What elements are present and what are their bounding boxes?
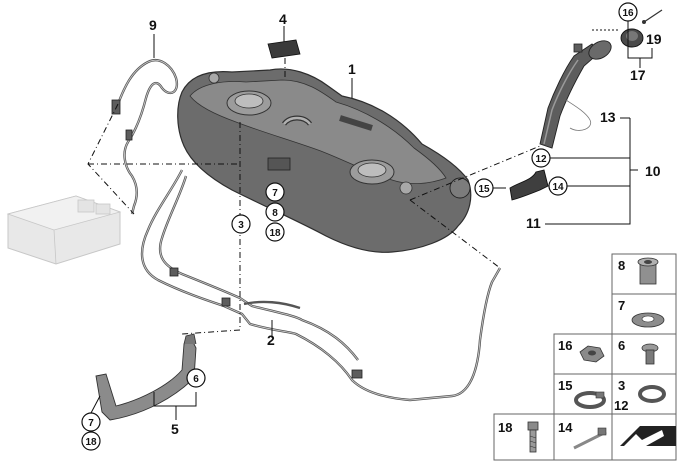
- callout-19: 19: [646, 31, 662, 47]
- table-label-6: 6: [618, 338, 625, 353]
- svg-text:15: 15: [478, 184, 490, 195]
- svg-text:18: 18: [269, 228, 281, 239]
- parts-table: 8 7 16 6 15: [493, 253, 677, 461]
- vent-line: [111, 59, 179, 215]
- table-label-3: 3: [618, 378, 625, 393]
- table-label-15: 15: [558, 378, 572, 393]
- leader-lines: [153, 18, 653, 420]
- fuel-lines: [140, 169, 502, 402]
- table-cell-18: [493, 413, 555, 461]
- callout-18b-circle: 18: [81, 431, 101, 451]
- callout-12-circle: 12: [531, 148, 551, 168]
- table-label-7: 7: [618, 298, 625, 313]
- callout-2: 2: [267, 332, 275, 348]
- callout-5: 5: [171, 421, 179, 437]
- callout-3-circle: 3: [231, 214, 251, 234]
- carbon-canister-icon: [6, 195, 122, 265]
- fuel-tank-icon: [177, 68, 472, 253]
- callout-18-circle: 18: [265, 222, 285, 242]
- svg-text:14: 14: [552, 182, 564, 193]
- callout-6-circle: 6: [186, 368, 206, 388]
- bolt-icon: [527, 421, 539, 453]
- callouts: 1 2 4 5 9 10 11 13 17 19 3 7 8 18 6: [81, 2, 662, 451]
- table-label-14: 14: [558, 420, 573, 435]
- filler-neck-icon: [449, 40, 612, 201]
- callout-7-circle: 7: [265, 182, 285, 202]
- table-label-18: 18: [498, 420, 512, 435]
- svg-text:8: 8: [272, 208, 278, 219]
- spacer-sleeve-icon: [637, 257, 659, 285]
- callout-13: 13: [600, 109, 616, 125]
- table-label-8: 8: [618, 258, 625, 273]
- label-plate: [267, 39, 301, 59]
- callout-16-circle: 16: [618, 2, 638, 22]
- clamp-icon: [638, 385, 666, 403]
- callout-1: 1: [348, 61, 356, 77]
- cable-tie-icon: [573, 427, 607, 450]
- tank-strap: [95, 333, 197, 421]
- callout-15-circle: 15: [474, 178, 494, 198]
- table-label-12: 12: [614, 398, 628, 413]
- fuel-cap-icon: [620, 9, 663, 48]
- expanding-rivet-icon: [641, 343, 659, 365]
- callout-7b-circle: 7: [81, 412, 101, 432]
- svg-text:7: 7: [272, 188, 278, 199]
- table-label-16: 16: [558, 338, 572, 353]
- callout-10: 10: [645, 163, 661, 179]
- svg-text:16: 16: [622, 8, 634, 19]
- callout-14-circle: 14: [548, 176, 568, 196]
- hose-clamp-icon: [574, 391, 606, 409]
- callout-11: 11: [526, 215, 541, 231]
- svg-text:7: 7: [88, 418, 94, 429]
- hex-nut-icon: [579, 345, 605, 363]
- callout-8-circle: 8: [265, 202, 285, 222]
- washer-icon: [631, 312, 665, 328]
- callout-4: 4: [279, 11, 287, 27]
- arrow-icon[interactable]: [620, 426, 676, 446]
- callout-17: 17: [630, 67, 646, 83]
- svg-text:12: 12: [535, 154, 547, 165]
- svg-text:18: 18: [85, 437, 97, 448]
- callout-9: 9: [149, 17, 157, 33]
- svg-text:3: 3: [238, 220, 244, 231]
- table-cell-6: [611, 333, 677, 375]
- svg-text:6: 6: [193, 374, 199, 385]
